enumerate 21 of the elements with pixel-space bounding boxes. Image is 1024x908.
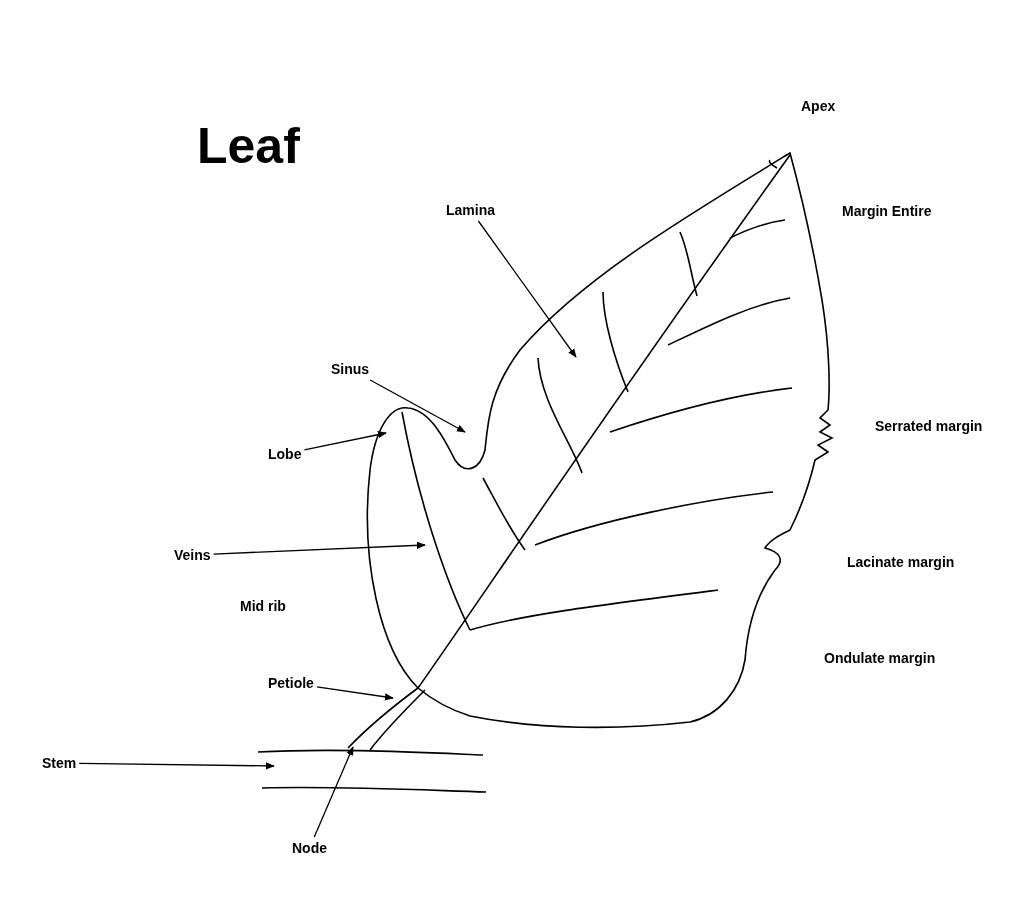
part-label: Apex xyxy=(801,98,836,114)
part-label: Node xyxy=(292,840,327,856)
part-label: Ondulate margin xyxy=(824,650,936,666)
part-label: Veins xyxy=(174,547,211,563)
part-label: Stem xyxy=(42,755,77,771)
part-label: Lamina xyxy=(446,202,495,218)
leader-line xyxy=(369,379,466,433)
part-label: Lacinate margin xyxy=(847,554,955,570)
part-label: Sinus xyxy=(331,361,370,377)
leader-line xyxy=(316,686,394,701)
part-label: Margin Entire xyxy=(842,203,932,219)
leader-line xyxy=(78,762,275,770)
leader-line xyxy=(303,431,387,451)
leader-line xyxy=(313,746,354,838)
leader-line xyxy=(477,220,577,358)
leader-line xyxy=(212,541,426,555)
diagram-title: Leaf xyxy=(197,118,300,174)
part-label: Lobe xyxy=(268,446,302,462)
part-label: Petiole xyxy=(268,675,314,691)
part-label: Serrated margin xyxy=(875,418,983,434)
part-label: Mid rib xyxy=(240,598,286,614)
